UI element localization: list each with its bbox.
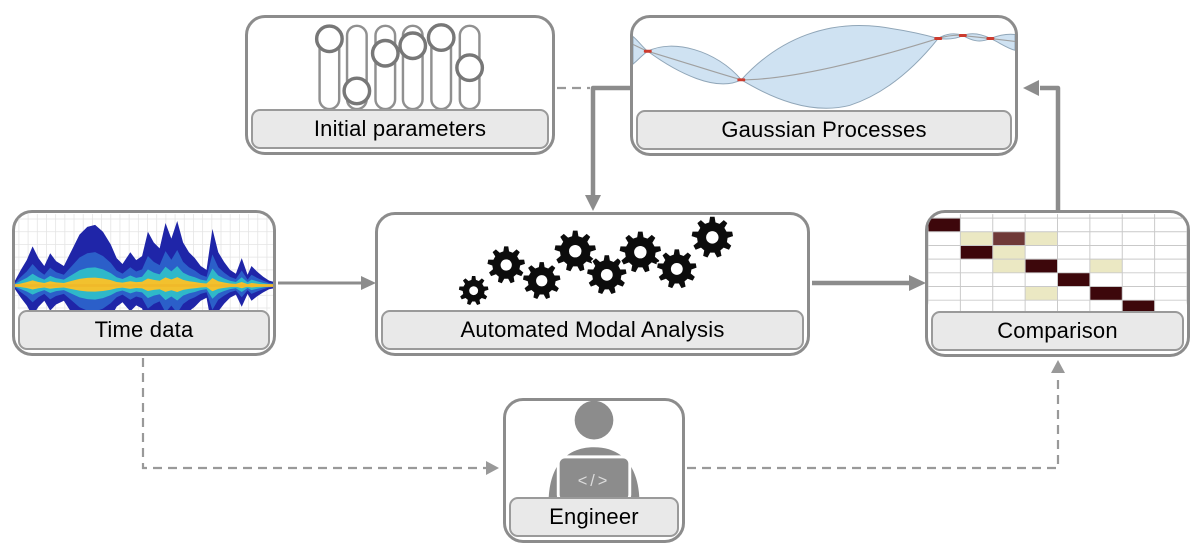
edge-comparison-to-gp	[1023, 80, 1061, 210]
node-label-automated-modal-analysis: Automated Modal Analysis	[381, 310, 804, 350]
node-automated-modal-analysis: Automated Modal Analysis	[375, 212, 810, 356]
node-label-gaussian-processes: Gaussian Processes	[636, 110, 1012, 150]
node-gaussian-processes: Gaussian Processes	[630, 15, 1018, 156]
node-label-time-data: Time data	[18, 310, 270, 350]
edge-time-data-to-engineer	[141, 358, 499, 475]
node-label-engineer: Engineer	[509, 497, 679, 537]
waveform-icon	[15, 214, 273, 315]
edge-engineer-to-comparison	[687, 360, 1065, 470]
gears-icon	[457, 215, 735, 307]
mac-matrix-icon	[928, 214, 1187, 315]
node-label-comparison: Comparison	[931, 311, 1184, 351]
node-time-data: Time data	[12, 210, 276, 356]
edge-ama-to-comparison	[812, 275, 926, 291]
svg-text:</>: </>	[578, 472, 610, 490]
sliders-icon	[314, 23, 485, 111]
person-laptop-icon: </>	[546, 401, 642, 505]
node-label-initial-parameters: Initial parameters	[251, 109, 549, 149]
edge-gp-to-ama	[585, 85, 630, 211]
node-engineer: </> Engineer	[503, 398, 685, 543]
node-comparison: Comparison	[925, 210, 1190, 357]
edge-time-data-to-ama	[278, 276, 376, 290]
gaussian-process-plot-icon	[633, 25, 1015, 109]
node-initial-parameters: Initial parameters	[245, 15, 555, 155]
